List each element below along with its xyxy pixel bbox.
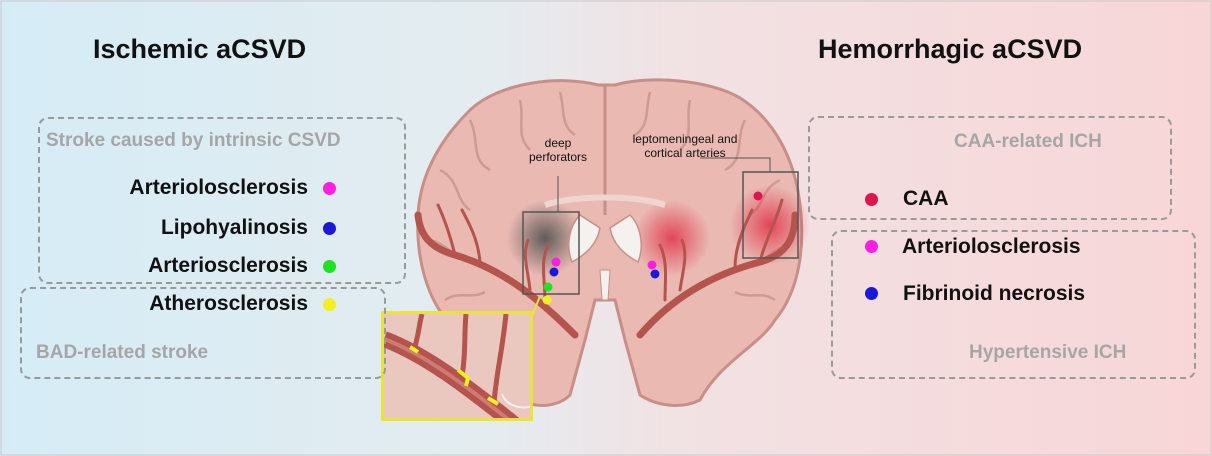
dot-caa xyxy=(865,193,878,206)
left-panel-title: Ischemic aCSVD xyxy=(93,34,306,65)
term-arteriolosclerosis-left: Arteriolosclerosis xyxy=(60,176,308,200)
inset-vessel-drawing xyxy=(384,314,533,421)
right-panel-title: Hemorrhagic aCSVD xyxy=(818,34,1082,65)
marker-lipohyalinosis xyxy=(550,268,559,277)
dot-lipohyalinosis xyxy=(323,222,336,235)
term-arteriosclerosis: Arteriosclerosis xyxy=(60,254,308,278)
marker-arteriosclerosis xyxy=(544,283,553,292)
term-atherosclerosis: Atherosclerosis xyxy=(60,292,308,316)
marker-fibrinoid-necrosis xyxy=(651,270,660,279)
dot-arteriolosclerosis-left xyxy=(323,182,336,195)
marker-arteriolosclerosis-right xyxy=(648,261,657,270)
intrinsic-csvd-label: Stroke caused by intrinsic CSVD xyxy=(46,130,341,152)
dot-arteriosclerosis xyxy=(323,260,336,273)
hypertensive-label: Hypertensive ICH xyxy=(969,342,1126,364)
term-lipohyalinosis: Lipohyalinosis xyxy=(60,216,308,240)
marker-atherosclerosis xyxy=(543,296,552,305)
bad-related-label: BAD-related stroke xyxy=(36,342,208,364)
caa-related-label: CAA-related ICH xyxy=(954,131,1102,153)
atherosclerosis-zoom-inset xyxy=(381,311,533,421)
dot-arteriolosclerosis-right xyxy=(865,240,878,253)
label-deep-perforators: deep perforators xyxy=(523,136,593,164)
term-fibrinoid-necrosis: Fibrinoid necrosis xyxy=(903,282,1085,306)
label-leptomeningeal: leptomeningeal and cortical arteries xyxy=(630,132,740,160)
term-caa: CAA xyxy=(903,187,949,211)
dot-fibrinoid-necrosis xyxy=(865,287,878,300)
dot-atherosclerosis xyxy=(323,298,336,311)
term-arteriolosclerosis-right: Arteriolosclerosis xyxy=(902,235,1081,259)
deep-hemorrhage-spot xyxy=(634,200,710,276)
marker-arteriolosclerosis-left xyxy=(552,258,561,267)
marker-caa xyxy=(754,192,763,201)
